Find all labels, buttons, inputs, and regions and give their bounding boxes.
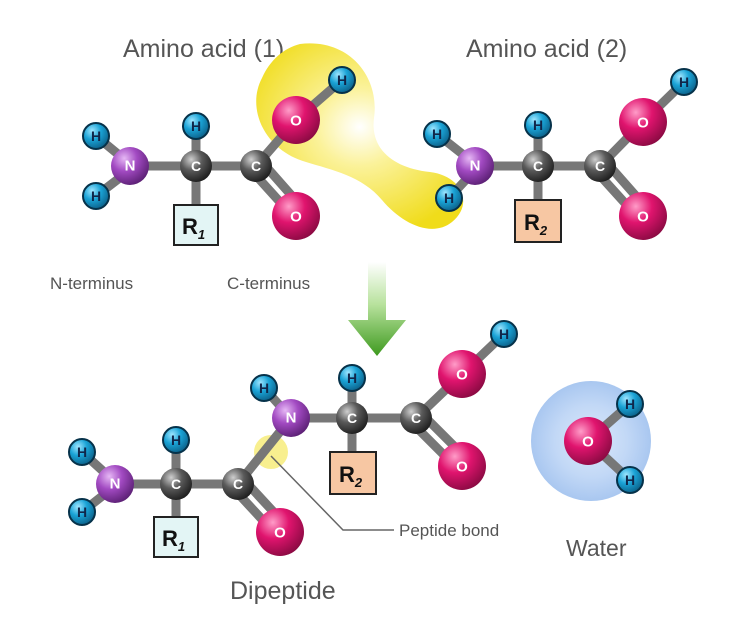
- carbon-atom-label: C: [533, 158, 543, 174]
- nitrogen-atom-label: N: [110, 476, 121, 493]
- hydrogen-atom: [616, 466, 644, 494]
- nitrogen-atom: [272, 399, 310, 437]
- hydrogen-atom-label: H: [91, 188, 101, 204]
- nitrogen-atom: [456, 147, 494, 185]
- hydrogen-atom-label: H: [625, 396, 635, 412]
- carbon-atom: [522, 150, 554, 182]
- r1-group-box: [153, 516, 199, 558]
- hydrogen-atom: [162, 426, 190, 454]
- oxygen-atom-label: O: [290, 113, 302, 130]
- r1-group-label: R1: [182, 214, 205, 242]
- hydrogen-atom: [250, 374, 278, 402]
- nitrogen-atom-label: N: [470, 158, 481, 175]
- oxygen-atom: [564, 417, 612, 465]
- hydrogen-atom-label: H: [444, 190, 454, 206]
- hydrogen-atom: [524, 111, 552, 139]
- carbon-atom: [222, 468, 254, 500]
- amino-acid-1: H H N H C C O H O R1: [82, 66, 356, 246]
- hydrogen-atom: [182, 112, 210, 140]
- hydrogen-atom-label: H: [191, 118, 201, 134]
- carbon-atom-label: C: [233, 476, 243, 492]
- hydrogen-atom-label: H: [533, 117, 543, 133]
- hydrogen-atom-label: H: [259, 380, 269, 396]
- oxygen-atom: [438, 350, 486, 398]
- hydrogen-atom: [670, 68, 698, 96]
- carbon-atom: [400, 402, 432, 434]
- hydrogen-atom-label: H: [171, 432, 181, 448]
- amino-acid-2-label: Amino acid (2): [466, 35, 627, 63]
- carbon-atom-label: C: [171, 476, 181, 492]
- oxygen-atom-label: O: [582, 434, 594, 451]
- hydrogen-atom: [616, 390, 644, 418]
- carbon-atom: [336, 402, 368, 434]
- dipeptide: H H N H C C O R1 H N H C C O H O R2: [68, 320, 518, 558]
- hydrogen-atom: [82, 122, 110, 150]
- c-terminus-label: C-terminus: [227, 274, 310, 293]
- oxygen-atom-label: O: [290, 209, 302, 226]
- nitrogen-atom: [96, 465, 134, 503]
- oxygen-atom: [272, 96, 320, 144]
- r2-group-box: [329, 451, 377, 495]
- hydrogen-atom-label: H: [347, 370, 357, 386]
- hydrogen-atom-label: H: [625, 472, 635, 488]
- nitrogen-atom: [111, 147, 149, 185]
- r2-group-box: [514, 199, 562, 243]
- carbon-atom-label: C: [191, 158, 201, 174]
- hydrogen-atom: [338, 364, 366, 392]
- hydrogen-atom: [328, 66, 356, 94]
- amino-acid-1-label: Amino acid (1): [123, 35, 284, 63]
- carbon-atom: [180, 150, 212, 182]
- hydrogen-atom: [423, 120, 451, 148]
- oxygen-atom: [256, 508, 304, 556]
- carbon-atom-label: C: [411, 410, 421, 426]
- oxygen-atom: [619, 98, 667, 146]
- hydrogen-atom-label: H: [77, 444, 87, 460]
- carbon-atom: [584, 150, 616, 182]
- peptide-bond-leader-line: [270, 455, 394, 531]
- peptide-bond-label: Peptide bond: [399, 521, 499, 540]
- hydrogen-atom-label: H: [432, 126, 442, 142]
- hydrogen-atom: [490, 320, 518, 348]
- hydrogen-atom: [435, 184, 463, 212]
- oxygen-atom: [438, 442, 486, 490]
- nitrogen-atom-label: N: [286, 410, 297, 427]
- oxygen-atom: [619, 192, 667, 240]
- oxygen-atom: [272, 192, 320, 240]
- hydrogen-atom: [68, 438, 96, 466]
- r2-group-label: R2: [524, 210, 548, 238]
- nitrogen-atom-label: N: [125, 158, 136, 175]
- hydrogen-atom-label: H: [337, 72, 347, 88]
- carbon-atom-label: C: [595, 158, 605, 174]
- oxygen-atom-label: O: [637, 209, 649, 226]
- dipeptide-label: Dipeptide: [230, 577, 336, 605]
- down-arrow-icon: [348, 262, 406, 356]
- hydrogen-atom: [82, 182, 110, 210]
- water-removal-highlight: [256, 43, 464, 229]
- oxygen-atom-label: O: [637, 115, 649, 132]
- carbon-atom-label: C: [251, 158, 261, 174]
- oxygen-atom-label: O: [456, 459, 468, 476]
- amino-acid-2: H H N H C C O H O R2: [423, 68, 698, 243]
- water-label: Water: [566, 535, 627, 561]
- hydrogen-atom-label: H: [499, 326, 509, 342]
- oxygen-atom-label: O: [274, 525, 286, 542]
- hydrogen-atom: [68, 498, 96, 526]
- n-terminus-label: N-terminus: [50, 274, 133, 293]
- hydrogen-atom-label: H: [679, 74, 689, 90]
- hydrogen-atom-label: H: [91, 128, 101, 144]
- r1-group-box: [173, 204, 219, 246]
- oxygen-atom-label: O: [456, 367, 468, 384]
- r1-group-label: R1: [162, 526, 185, 554]
- r2-group-label: R2: [339, 462, 363, 490]
- hydrogen-atom-label: H: [77, 504, 87, 520]
- carbon-atom-label: C: [347, 410, 357, 426]
- carbon-atom: [160, 468, 192, 500]
- carbon-atom: [240, 150, 272, 182]
